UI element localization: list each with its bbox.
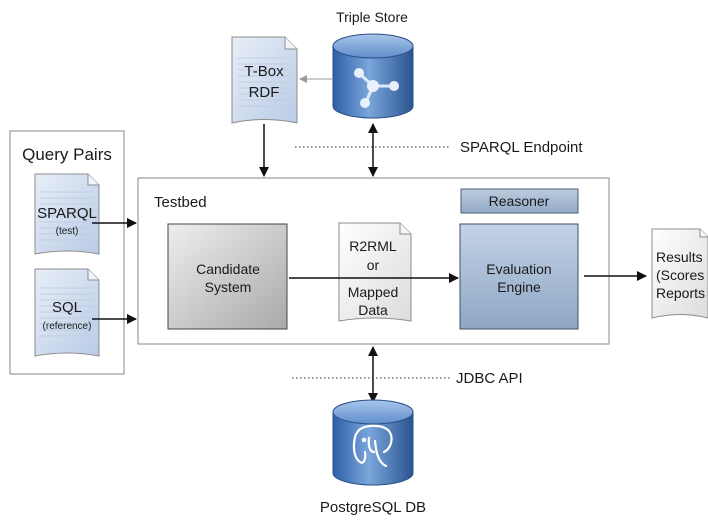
testbed-label: Testbed bbox=[154, 194, 207, 211]
engine-line1: Evaluation bbox=[486, 261, 551, 277]
tbox-rdf-document: T-Box RDF bbox=[231, 36, 298, 124]
reasoner-box bbox=[460, 188, 579, 214]
tbox-line2: RDF bbox=[249, 84, 280, 101]
tbox-line1: T-Box bbox=[244, 63, 284, 80]
query-pairs-title: Query Pairs bbox=[22, 145, 112, 164]
graph-icon bbox=[354, 68, 399, 108]
mapping-line3: Mapped bbox=[348, 284, 399, 300]
candidate-line2: System bbox=[205, 279, 252, 295]
reasoner-label: Reasoner bbox=[489, 193, 550, 209]
sql-doc-line1: SQL bbox=[52, 299, 82, 316]
triple-store-cylinder bbox=[332, 33, 414, 119]
sql-query-document: SQL (reference) bbox=[34, 268, 100, 357]
engine-line2: Engine bbox=[497, 279, 541, 295]
mapping-document: R2RML or Mapped Data bbox=[338, 222, 412, 322]
candidate-line1: Candidate bbox=[196, 261, 260, 277]
mapping-line1: R2RML bbox=[349, 238, 397, 254]
elephant-icon bbox=[352, 424, 393, 468]
sql-doc-line2: (reference) bbox=[43, 321, 92, 332]
sparql-doc-line1: SPARQL bbox=[37, 205, 97, 222]
jdbc-api-label: JDBC API bbox=[456, 370, 523, 387]
sparql-doc-line2: (test) bbox=[56, 226, 79, 237]
results-line2: (Scores bbox=[656, 267, 704, 283]
results-document: Results (Scores Reports bbox=[651, 228, 708, 319]
evaluation-engine-box bbox=[459, 223, 579, 330]
sparql-endpoint-label: SPARQL Endpoint bbox=[460, 139, 583, 156]
triple-store-label: Triple Store bbox=[336, 9, 408, 25]
results-line3: Reports bbox=[656, 285, 705, 301]
mapping-line2: or bbox=[367, 257, 380, 273]
results-line1: Results bbox=[656, 249, 703, 265]
postgresql-cylinder bbox=[332, 399, 414, 486]
postgresql-label: PostgreSQL DB bbox=[320, 499, 426, 516]
sparql-query-document: SPARQL (test) bbox=[34, 173, 100, 255]
candidate-system-box bbox=[167, 223, 288, 330]
mapping-line4: Data bbox=[358, 302, 388, 318]
